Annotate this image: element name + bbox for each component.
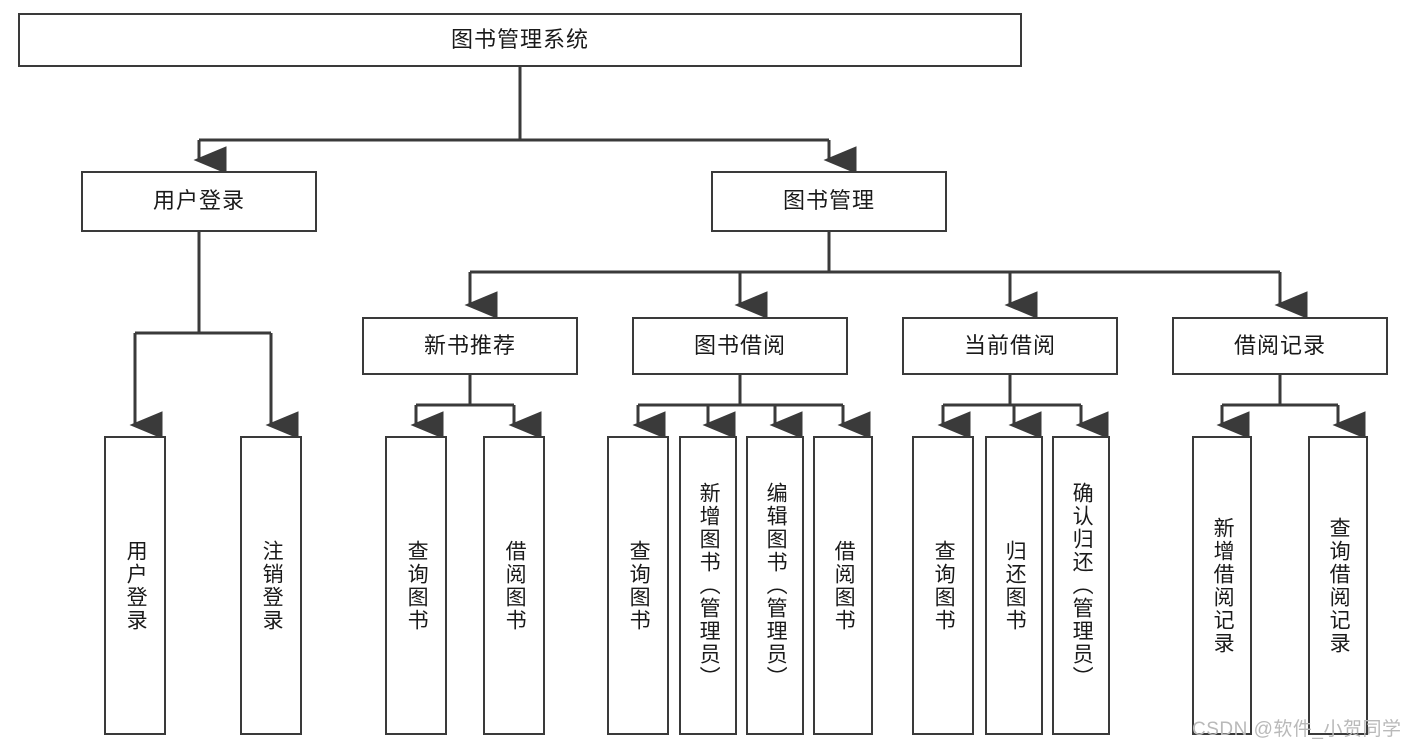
- node-borrow-record-label: 借阅记录: [1233, 332, 1326, 358]
- leaf-edit-book-admin[interactable]: 编辑图书（管理员）: [746, 436, 804, 735]
- leaf-user-login[interactable]: 用户登录: [104, 436, 166, 735]
- leaf-query-borrow-record[interactable]: 查询借阅记录: [1308, 436, 1368, 735]
- leaf-add-borrow-record-label: 新增借阅记录: [1211, 516, 1235, 655]
- node-book-borrow[interactable]: 图书借阅: [632, 317, 848, 375]
- leaf-query-book-borrow-label: 查询图书: [627, 539, 651, 632]
- leaf-user-login-label: 用户登录: [124, 539, 148, 632]
- node-book-management[interactable]: 图书管理: [711, 171, 947, 232]
- node-user-login-label: 用户登录: [152, 188, 245, 214]
- leaf-query-book-rec-label: 查询图书: [405, 539, 429, 632]
- leaf-add-borrow-record[interactable]: 新增借阅记录: [1192, 436, 1252, 735]
- leaf-borrow-book-label: 借阅图书: [832, 539, 856, 632]
- leaf-borrow-book[interactable]: 借阅图书: [813, 436, 873, 735]
- leaf-edit-book-admin-label: 编辑图书（管理员）: [764, 482, 788, 689]
- leaf-query-book-current[interactable]: 查询图书: [912, 436, 974, 735]
- node-borrow-record[interactable]: 借阅记录: [1172, 317, 1388, 375]
- leaf-return-book[interactable]: 归还图书: [985, 436, 1043, 735]
- node-book-borrow-label: 图书借阅: [693, 332, 786, 358]
- leaf-add-book-admin[interactable]: 新增图书（管理员）: [679, 436, 737, 735]
- leaf-return-book-label: 归还图书: [1003, 539, 1027, 632]
- node-root-label: 图书管理系统: [450, 26, 589, 52]
- leaf-query-book-rec[interactable]: 查询图书: [385, 436, 447, 735]
- node-root[interactable]: 图书管理系统: [18, 13, 1022, 67]
- leaf-query-book-borrow[interactable]: 查询图书: [607, 436, 669, 735]
- leaf-confirm-return-admin[interactable]: 确认归还（管理员）: [1052, 436, 1110, 735]
- node-new-book-recommend[interactable]: 新书推荐: [362, 317, 578, 375]
- node-current-borrow[interactable]: 当前借阅: [902, 317, 1118, 375]
- node-book-management-label: 图书管理: [782, 188, 875, 214]
- leaf-query-book-current-label: 查询图书: [932, 539, 956, 632]
- leaf-confirm-return-admin-label: 确认归还（管理员）: [1070, 482, 1094, 689]
- csdn-watermark: CSDN @软件_小贺同学: [1192, 719, 1402, 740]
- leaf-borrow-book-rec-label: 借阅图书: [503, 539, 527, 632]
- leaf-borrow-book-rec[interactable]: 借阅图书: [483, 436, 545, 735]
- node-new-book-recommend-label: 新书推荐: [423, 332, 516, 358]
- leaf-logout-label: 注销登录: [260, 539, 284, 632]
- leaf-query-borrow-record-label: 查询借阅记录: [1327, 516, 1351, 655]
- node-current-borrow-label: 当前借阅: [963, 332, 1056, 358]
- leaf-add-book-admin-label: 新增图书（管理员）: [697, 482, 721, 689]
- node-user-login[interactable]: 用户登录: [81, 171, 317, 232]
- leaf-logout[interactable]: 注销登录: [240, 436, 302, 735]
